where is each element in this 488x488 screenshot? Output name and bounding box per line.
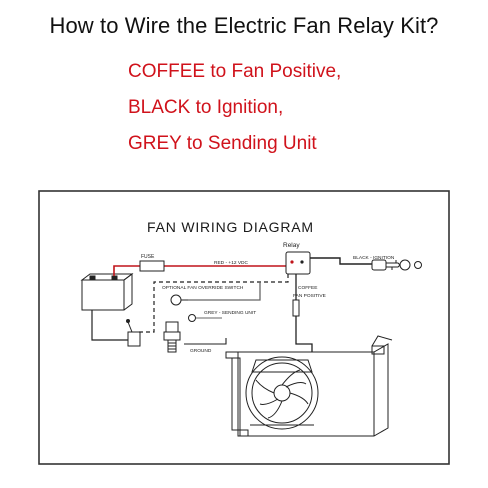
ground-wire xyxy=(184,338,227,345)
ground-label: GROUND xyxy=(190,348,212,354)
relay-label: Relay xyxy=(283,242,300,249)
override-dashed-wire xyxy=(138,274,289,333)
grey-sending-unit-wire xyxy=(188,282,261,301)
battery-icon xyxy=(80,273,134,311)
instruction-grey: GREY to Sending Unit xyxy=(128,133,317,154)
diagram-title: FAN WIRING DIAGRAM xyxy=(147,219,314,235)
instruction-black: BLACK to Ignition, xyxy=(128,97,284,118)
ring-terminal-icon xyxy=(170,294,188,306)
inline-connector xyxy=(292,299,300,317)
red-wire-label: RED - +12 VDC xyxy=(214,260,249,266)
relay-icon xyxy=(285,251,311,275)
battery-ground-wire xyxy=(91,310,128,341)
coffee-label: COFFEE xyxy=(298,285,317,291)
black-ignition-wire xyxy=(310,257,372,265)
instruction-coffee: COFFEE to Fan Positive, xyxy=(128,61,342,82)
ignition-key-icon xyxy=(371,259,422,271)
grey-wire-label: GREY - SENDING UNIT xyxy=(204,310,256,316)
fuse-icon: FUSE xyxy=(139,254,165,272)
toggle-switch-icon xyxy=(126,319,141,347)
temperature-sending-unit-icon xyxy=(163,321,181,353)
diagram-frame xyxy=(38,190,450,465)
black-wire-label: BLACK - IGNITION xyxy=(353,255,395,261)
radiator-icon xyxy=(225,335,393,437)
override-switch-label: OPTIONAL FAN OVERRIDE SWITCH xyxy=(162,285,244,291)
fuse-label: FUSE xyxy=(141,254,155,260)
fan-positive-label: FAN POSITIVE xyxy=(293,293,326,299)
fan-icon xyxy=(245,356,319,430)
red-12v-wire xyxy=(113,265,286,276)
page-title: How to Wire the Electric Fan Relay Kit? xyxy=(49,13,439,38)
grey-wire-ring xyxy=(188,314,196,322)
